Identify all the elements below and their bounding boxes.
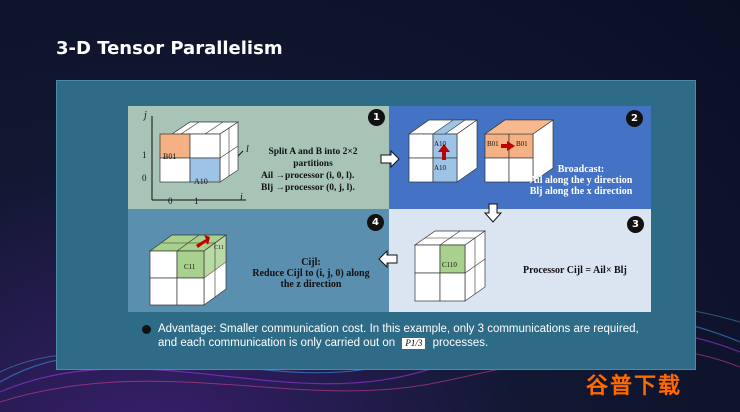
step1-line1: Split A and B into 2×2 [268, 147, 358, 157]
c110-label: C110 [442, 261, 457, 269]
step-badge-1: 1 [368, 109, 385, 126]
step-badge-2: 2 [626, 110, 643, 127]
step1-description: Split A and B into 2×2 partitions Ail →p… [253, 146, 373, 194]
step-badge-3: 3 [627, 216, 644, 233]
advantage-bullet: Advantage: Smaller communication cost. I… [142, 322, 644, 350]
watermark-logo: 谷普下载 [585, 374, 682, 399]
diagram-step-2: A10 A10 B01 B01 Broadcast: Ail along the… [389, 106, 651, 209]
step4-line3: the z direction [280, 279, 342, 290]
b01-left-label: B01 [487, 140, 499, 148]
arrow-left-icon [378, 250, 398, 268]
step1-cube-diagram [151, 116, 246, 201]
step3-cube-diagram [413, 230, 487, 302]
step2-description: Broadcast: Ail along the y direction Blj… [521, 164, 641, 197]
step2-line2: Ail along the y direction [529, 175, 633, 186]
bullet-dot-icon [142, 325, 151, 334]
block-b01-label: B01 [163, 152, 177, 161]
step1-line3: Ail →processor (i, 0, l). [261, 171, 355, 181]
c11-label: C11 [184, 263, 196, 271]
step2-line3: Blj along the x direction [529, 186, 633, 197]
a10-bottom-label: A10 [434, 164, 447, 172]
b01-right-label: B01 [516, 140, 528, 148]
step2-cube-diagram [407, 119, 555, 183]
axis-j-label: j [144, 110, 147, 121]
tick-y-1: 1 [142, 150, 147, 160]
step4-cube-diagram [148, 234, 228, 306]
step4-line1: Cijl: [301, 257, 321, 268]
step4-description: Cijl: Reduce Cijl to (i, j, 0) along the… [236, 257, 386, 290]
bullet-text: Advantage: Smaller communication cost. I… [144, 322, 644, 350]
step2-line1: Broadcast: [557, 164, 605, 175]
step1-line4: Blj →processor (0, j, l). [261, 183, 355, 193]
tick-x-1: 1 [194, 196, 199, 206]
step-badge-4: 4 [367, 214, 384, 231]
block-a10-label: A10 [194, 177, 208, 186]
bullet-text-before: Advantage: Smaller communication cost. I… [158, 323, 639, 349]
step1-line2: partitions [293, 159, 333, 169]
p-cube-root-formula: P1/3 [402, 338, 426, 349]
diagram-step-4: C11 C11 Cijl: Reduce Cijl to (i, j, 0) a… [128, 209, 389, 312]
step4-line2: Reduce Cijl to (i, j, 0) along [252, 268, 370, 279]
diagram-step-3: C110 Processor Cijl = Ail× Blj 3 [389, 209, 651, 312]
arrow-right-icon [380, 150, 400, 168]
tick-x-0: 0 [168, 196, 173, 206]
bullet-text-after: processes. [432, 337, 489, 349]
arrow-down-icon [484, 203, 502, 223]
a10-top-label: A10 [434, 140, 447, 148]
slide-title: 3-D Tensor Parallelism [56, 38, 283, 59]
diagram-step-1: j i l 1 0 0 1 B01 A10 Split A and B into… [128, 106, 389, 209]
tick-y-0: 0 [142, 173, 147, 183]
processor-formula: Processor Cijl = Ail× Blj [523, 265, 627, 276]
c11-side-label: C11 [214, 245, 224, 251]
axis-i-label: i [240, 192, 243, 203]
axis-l-label: l [246, 144, 249, 155]
